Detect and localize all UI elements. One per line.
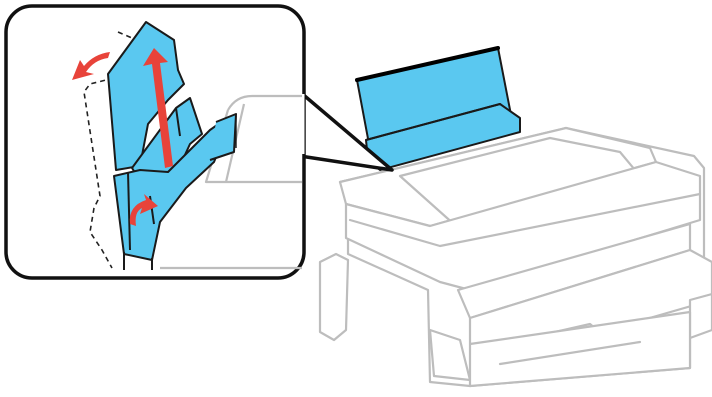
output-tray-extension: [690, 294, 712, 338]
printer-left-panel: [320, 254, 348, 340]
callout: [6, 6, 392, 278]
printer: [320, 48, 712, 386]
